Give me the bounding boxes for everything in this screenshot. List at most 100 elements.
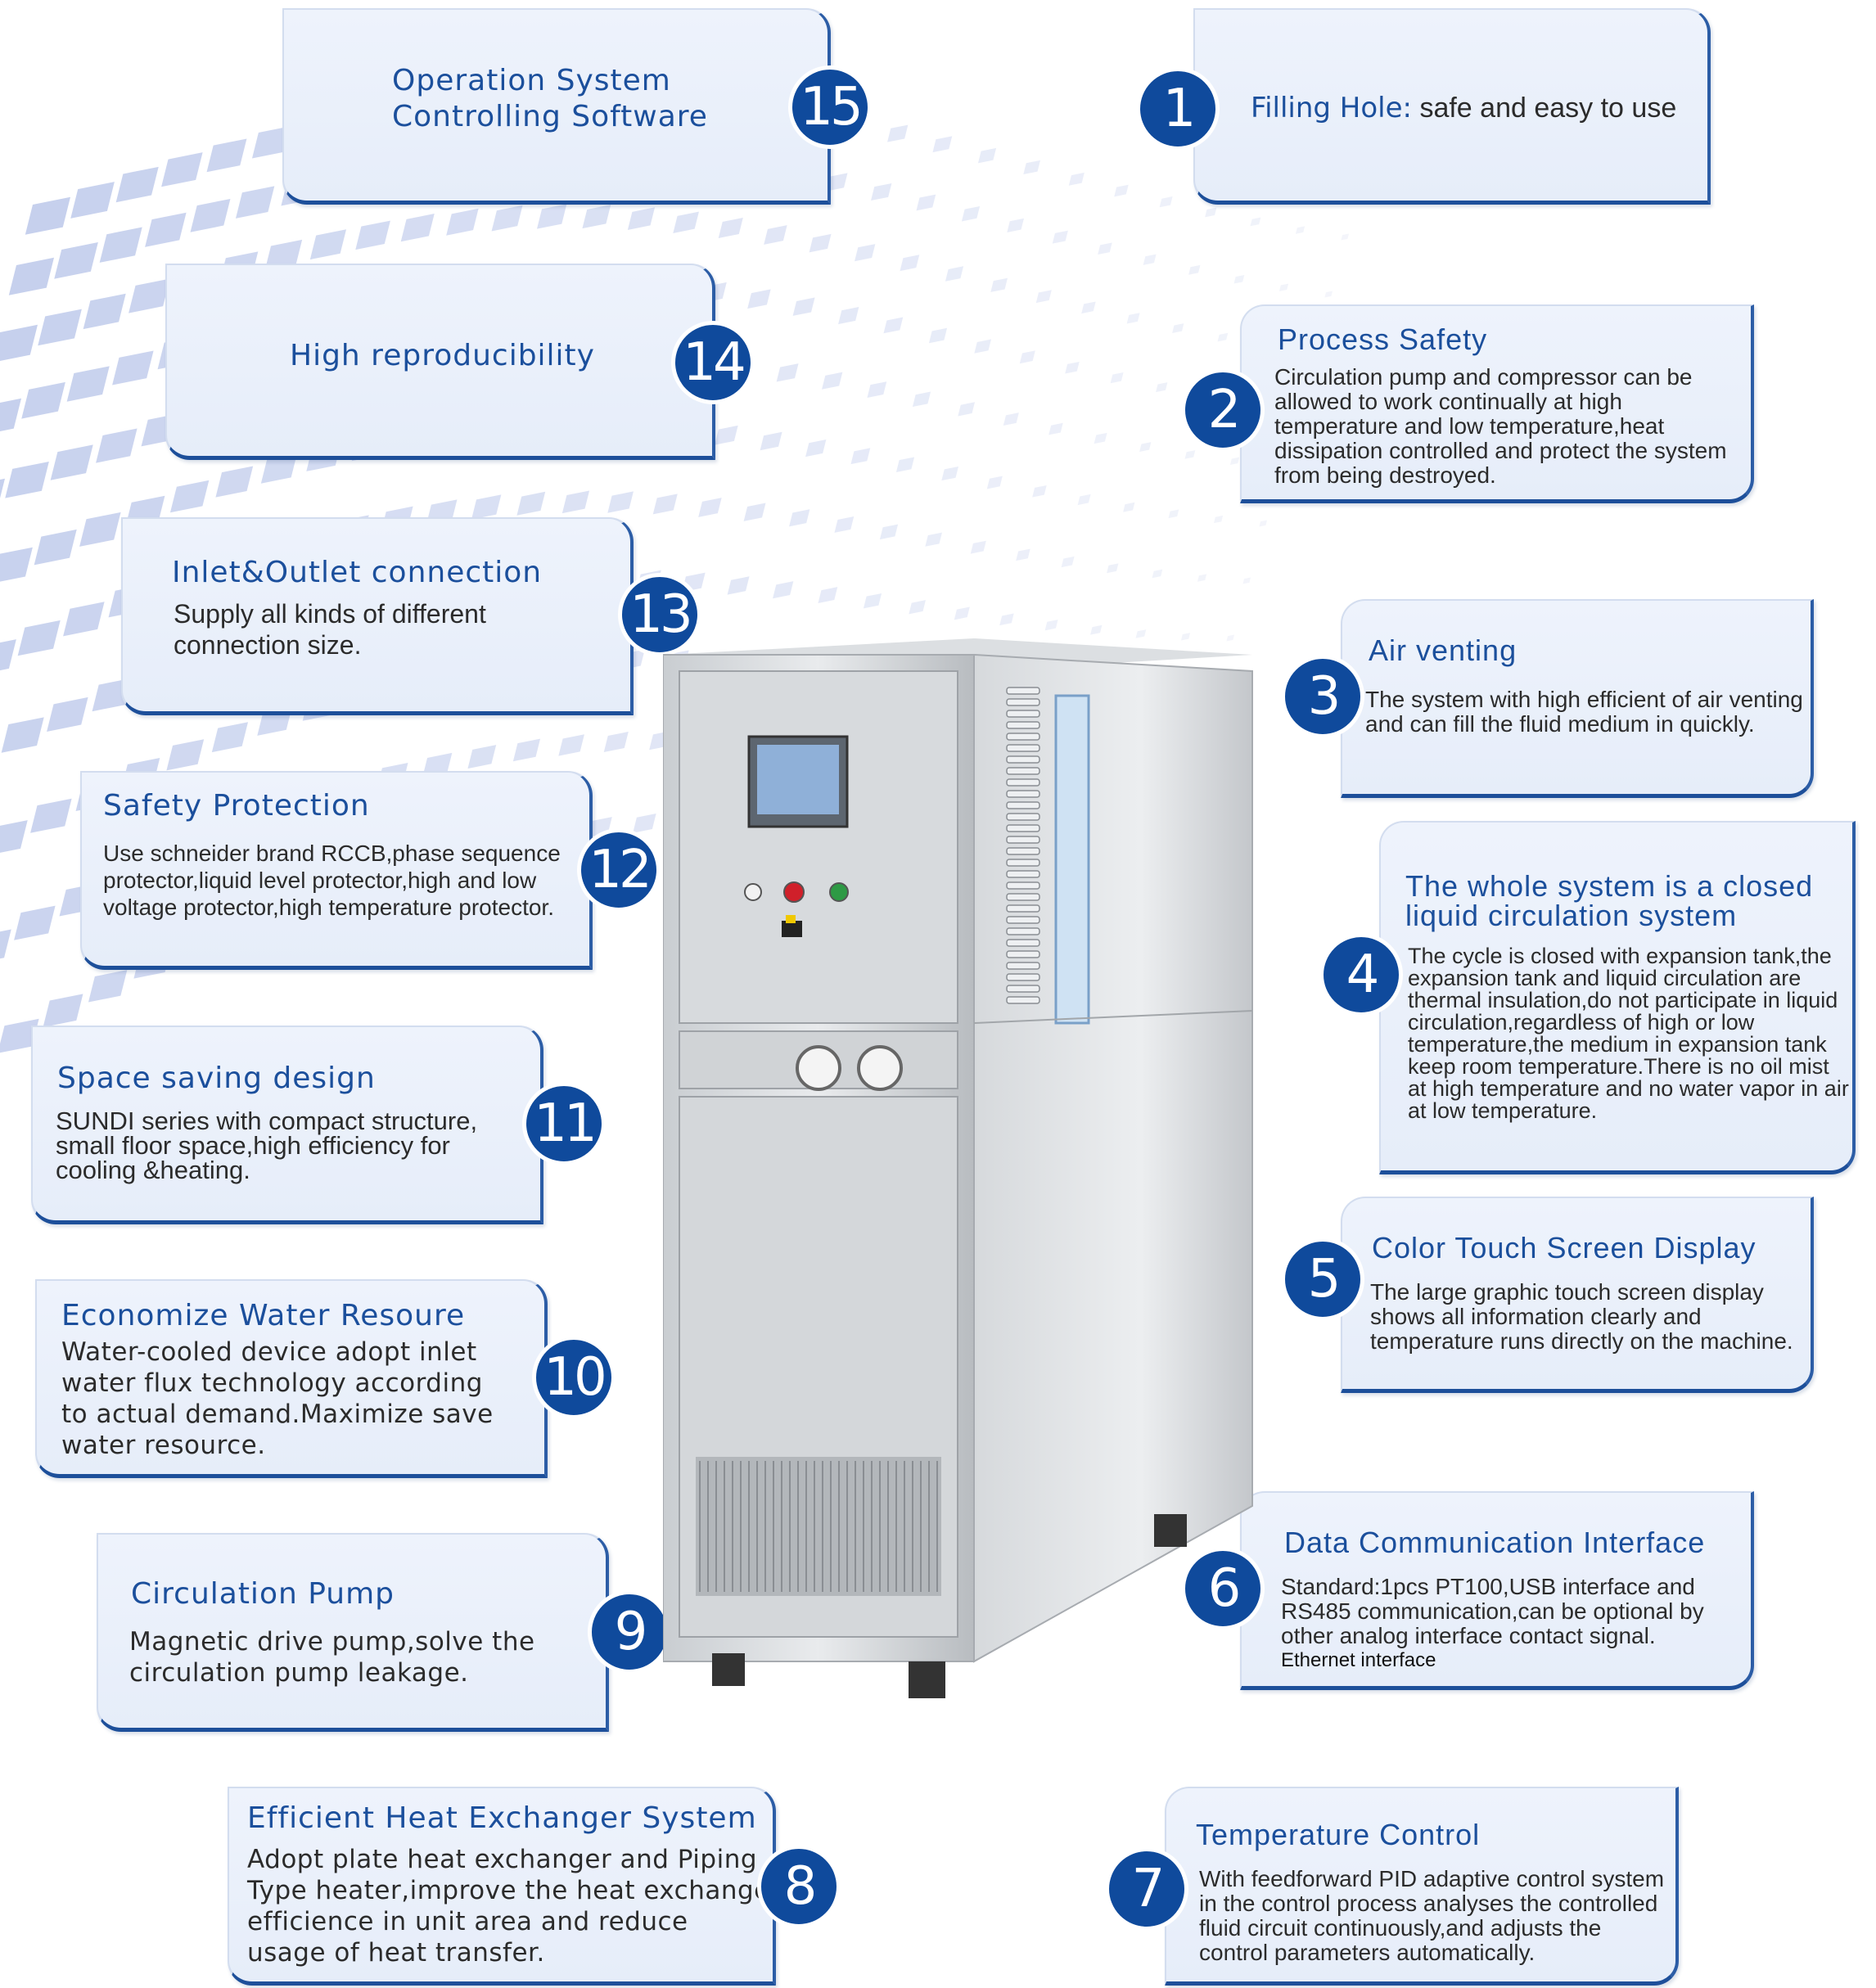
feature-number-badge: 8	[757, 1845, 841, 1928]
feature-line: Filling Hole: safe and easy to use	[1251, 92, 1676, 124]
wave-tile	[764, 225, 787, 245]
wave-tile	[50, 444, 93, 480]
feature-number-badge: 10	[532, 1336, 616, 1419]
wave-tile	[792, 297, 815, 316]
wave-tile	[871, 183, 892, 201]
wave-tile	[1048, 422, 1063, 435]
feature-card-15: Operation System Controlling Software	[282, 8, 831, 205]
wave-tile	[789, 509, 810, 527]
wave-tile	[633, 814, 656, 833]
wave-tile	[1188, 264, 1201, 275]
wave-tile	[1197, 574, 1207, 582]
wave-tile	[561, 490, 590, 514]
side-vent-slot	[1006, 744, 1040, 752]
side-vent-slot	[1006, 721, 1040, 729]
feature-number-badge: 4	[1319, 933, 1403, 1017]
feature-card-4: The whole system is a closed liquid circ…	[1379, 821, 1856, 1174]
feature-title: Operation System Controlling Software	[392, 64, 708, 133]
feature-number-badge: 2	[1181, 368, 1265, 452]
wave-tile	[822, 372, 843, 390]
side-vent-slot	[1006, 893, 1040, 901]
wave-tile	[558, 734, 584, 756]
wave-tile	[1135, 629, 1147, 638]
wave-tile	[54, 242, 98, 279]
feature-title: Economize Water Resoure	[61, 1299, 466, 1332]
side-vent-slot	[1006, 916, 1040, 924]
feature-card-11: Space saving design SUNDI series with co…	[31, 1026, 543, 1224]
wave-tile	[805, 440, 827, 458]
wave-tile	[0, 547, 33, 582]
wave-tile	[70, 182, 115, 219]
wave-tile	[112, 350, 154, 385]
side-vent-slot	[1006, 698, 1040, 706]
feature-number-badge: 9	[588, 1590, 671, 1674]
feature-description: Water-cooled device adopt inlet water fl…	[61, 1337, 494, 1460]
wave-tile	[838, 306, 859, 325]
side-vent-slot	[1006, 904, 1040, 913]
wave-tile	[491, 205, 523, 232]
wave-tile	[34, 529, 77, 566]
wave-tile	[1032, 485, 1047, 498]
wave-tile	[809, 233, 832, 253]
wave-tile	[1278, 283, 1289, 291]
wave-tile	[1098, 242, 1112, 255]
feature-description: safe and easy to use	[1419, 92, 1677, 124]
wave-tile	[727, 576, 750, 595]
feature-number-badge: 12	[577, 828, 661, 912]
feature-description: Use schneider brand RCCB,phase sequence …	[103, 841, 561, 920]
wave-tile	[1295, 226, 1306, 234]
wave-tile	[825, 173, 848, 192]
wave-tile	[66, 366, 110, 402]
wave-tile	[1123, 502, 1135, 512]
side-vent-slot	[1006, 687, 1040, 695]
wave-tile	[355, 220, 390, 250]
feature-card-9: Circulation Pump Magnetic drive pump,sol…	[97, 1533, 609, 1732]
feature-number-badge: 5	[1281, 1237, 1364, 1321]
wave-tile	[883, 317, 904, 334]
side-vent-slot	[1006, 939, 1040, 947]
wave-tile	[1081, 301, 1096, 314]
wave-tile	[169, 480, 210, 513]
wave-tile	[516, 491, 546, 516]
wave-tile	[945, 266, 964, 282]
wave-tile	[79, 512, 121, 547]
wave-tile	[863, 593, 882, 609]
wave-tile	[0, 820, 28, 853]
wave-tile	[25, 196, 70, 235]
side-vent-slot	[1006, 962, 1040, 970]
wave-tile	[1016, 548, 1030, 561]
wave-tile	[1324, 291, 1333, 298]
feature-title: Process Safety	[1278, 322, 1488, 356]
wave-tile	[400, 214, 435, 242]
wave-tile	[1213, 515, 1224, 524]
wave-tile	[260, 453, 298, 484]
wave-tile	[1341, 233, 1349, 241]
wave-tile	[1156, 382, 1168, 393]
wave-tile	[1007, 218, 1024, 232]
wave-tile	[818, 587, 838, 603]
wave-tile	[1065, 361, 1080, 374]
wave-tile	[954, 606, 970, 620]
wave-tile	[603, 732, 629, 753]
wave-tile	[928, 327, 948, 344]
wave-tile	[977, 147, 997, 164]
feature-description: SUNDI series with compact structure, sma…	[56, 1107, 478, 1184]
wave-tile	[215, 466, 254, 498]
wave-tile	[974, 339, 991, 354]
wave-tile	[1159, 196, 1173, 208]
side-vent-slot	[1006, 950, 1040, 958]
wave-tile	[1077, 494, 1091, 506]
feature-description: Supply all kinds of different connection…	[174, 599, 486, 660]
side-vent-slot	[1006, 859, 1040, 867]
wave-tile	[1126, 313, 1140, 324]
feature-title: Air venting	[1369, 633, 1517, 667]
wave-tile	[925, 532, 942, 547]
wave-tile	[446, 208, 479, 236]
feature-number-badge: 3	[1281, 655, 1364, 738]
wave-tile	[760, 431, 782, 451]
wave-tile	[1094, 432, 1107, 444]
wave-tile	[1259, 520, 1267, 527]
side-vent-slot	[1006, 881, 1040, 890]
feature-title: Safety Protection	[103, 789, 370, 823]
wave-tile	[166, 739, 205, 771]
